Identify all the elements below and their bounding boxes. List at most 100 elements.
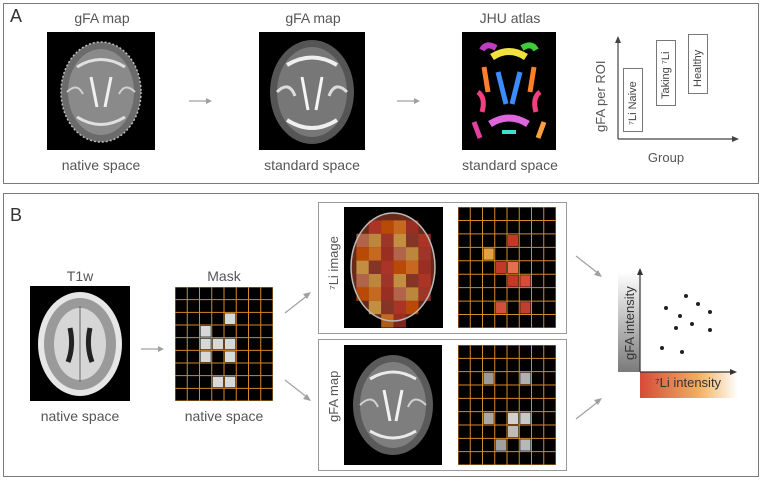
li-cell <box>393 300 406 315</box>
li-cell <box>406 260 419 274</box>
li-cell <box>381 247 394 261</box>
scatter-point <box>660 346 664 350</box>
grid-cell <box>225 313 236 324</box>
li-cell <box>381 274 394 288</box>
panel-a-col3-title: JHU atlas <box>479 10 541 26</box>
t1w-image <box>30 286 130 401</box>
li-cell <box>368 247 382 261</box>
li-cell <box>406 233 419 248</box>
t1w-caption: native space <box>40 408 120 424</box>
grid-cell <box>483 372 494 384</box>
scatter-point <box>664 306 668 310</box>
jhu-atlas-image <box>462 32 556 150</box>
bar-taking-li: Taking ⁷Li <box>656 40 676 106</box>
li-cell <box>368 300 382 315</box>
mask-title: Mask <box>207 268 241 284</box>
li-cell <box>368 233 382 248</box>
grid-cell <box>520 302 531 314</box>
li-cell <box>393 247 406 261</box>
scatter-xlabel: ⁷Li intensity <box>654 375 722 390</box>
grid-cell <box>520 439 531 451</box>
bar-li-naive: ⁷Li Naive <box>623 68 643 132</box>
li-grid <box>457 206 557 329</box>
li-cell <box>368 260 382 274</box>
li-cell <box>381 233 394 248</box>
bar-healthy: Healthy <box>688 34 708 94</box>
plot-xlabel: Group <box>647 150 685 165</box>
scatter-ylabel: gFA intensity <box>622 286 637 360</box>
li-cell <box>381 287 394 301</box>
arrow-right-icon <box>189 98 212 104</box>
gfa-native-image <box>47 32 155 150</box>
panel-a-col2-title: gFA map <box>285 10 341 26</box>
scatter-point <box>708 310 712 314</box>
scatter-point <box>680 350 684 354</box>
grid-cell <box>495 302 506 314</box>
grid-cell <box>508 261 519 274</box>
t1w-title: T1w <box>66 268 94 284</box>
grid-cell <box>520 412 531 424</box>
li-cell <box>406 300 419 315</box>
grid-cell <box>200 326 211 337</box>
grid-cell <box>200 351 211 362</box>
arrow-up-right-icon <box>284 292 311 314</box>
panel-a-col2-caption: standard space <box>264 157 360 173</box>
scatter-point <box>690 322 694 326</box>
grid-cell <box>520 372 531 384</box>
panel-b-letter: B <box>10 205 23 225</box>
gfa-map-image <box>344 345 442 465</box>
grid-cell <box>483 248 494 260</box>
plot-ylabel: gFA per ROI <box>593 60 608 132</box>
li-cell <box>381 260 394 274</box>
mask-caption: native space <box>184 408 264 424</box>
grid-cell <box>212 376 223 388</box>
scatter-point <box>708 328 712 332</box>
bar-label: Taking ⁷Li <box>660 51 672 99</box>
scatter-point <box>678 314 682 318</box>
grid-cell <box>508 275 519 287</box>
li-cell <box>368 274 382 288</box>
grid-cell <box>508 412 519 424</box>
li-cell <box>393 220 406 234</box>
li-cell <box>406 274 419 288</box>
li-cell <box>356 260 369 274</box>
scatter-plot <box>618 268 738 398</box>
li-cell <box>356 247 369 261</box>
li-cell <box>393 287 406 301</box>
li-cell <box>356 287 369 301</box>
li-cell <box>393 274 406 288</box>
li-image <box>344 207 443 328</box>
panel-a-col1-caption: native space <box>61 157 141 173</box>
li-cell <box>418 260 431 274</box>
bar-label: ⁷Li Naive <box>627 81 639 125</box>
gfa-grid <box>457 344 557 466</box>
scatter-point <box>684 294 688 298</box>
arrow-right-icon <box>397 98 420 104</box>
grid-cell <box>225 351 236 362</box>
grid-cell <box>212 338 223 350</box>
panel-b <box>3 193 759 477</box>
panel-a <box>3 3 759 184</box>
li-cell <box>356 233 369 248</box>
arrow-up-right-icon <box>575 398 602 420</box>
arrow-right-icon <box>141 346 164 352</box>
li-cell <box>368 287 382 301</box>
li-cell <box>406 287 419 301</box>
li-cell <box>393 233 406 248</box>
li-cell <box>381 220 394 234</box>
mask-grid <box>174 286 274 402</box>
panel-a-letter: A <box>10 6 23 26</box>
arrow-down-right-icon <box>284 379 311 401</box>
scatter-point <box>696 302 700 306</box>
li-image-label: ⁷Li image <box>326 236 341 290</box>
grid-cell <box>495 261 506 274</box>
grid-cell <box>225 338 236 350</box>
grid-cell <box>483 412 494 424</box>
li-cell <box>368 220 382 234</box>
plot-axes <box>615 36 739 142</box>
grid-cell <box>508 234 519 247</box>
scatter-point <box>674 326 678 330</box>
arrow-down-right-icon <box>575 255 602 277</box>
li-cell <box>406 220 419 234</box>
li-cell <box>356 274 369 288</box>
